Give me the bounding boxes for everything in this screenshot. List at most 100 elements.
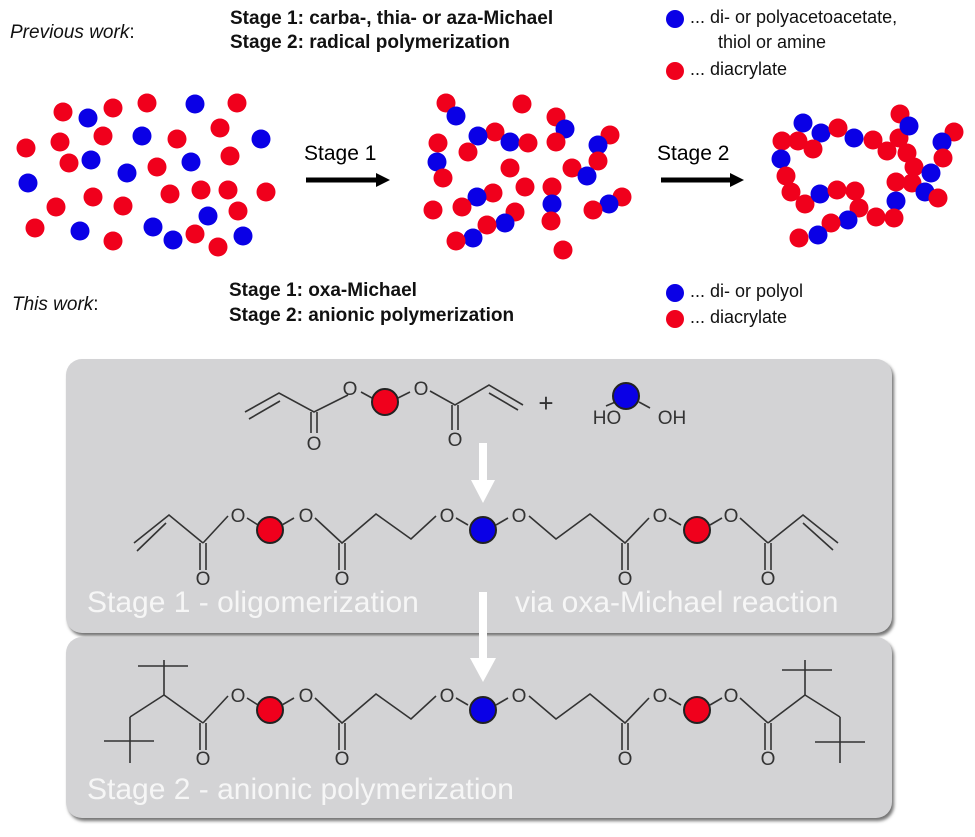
diacrylate-molecule: O O O O [244, 379, 524, 455]
diacrylate-dot [897, 143, 917, 163]
diacrylate-dot [137, 93, 157, 113]
stage1-down-arrow [471, 443, 495, 503]
diacrylate-dot [477, 215, 497, 235]
nucleophile-dot [771, 149, 791, 169]
legend-polyol-dot-icon [666, 284, 684, 302]
stage2-caption: Stage 2 - anionic polymerization [87, 773, 514, 806]
previous-work-label-text: Previous work [10, 22, 130, 43]
diacrylate-dot [877, 141, 897, 161]
plus-sign: + [538, 388, 553, 418]
diacrylate-dot [256, 182, 276, 202]
legend-blue-text-line2: thiol or amine [718, 32, 827, 52]
nucleophile-dot [132, 126, 152, 146]
diacrylate-dot [167, 129, 187, 149]
diacrylate-core-red-circle [683, 516, 711, 544]
nucleophile-dot [599, 194, 619, 214]
stage1-caption-left: Stage 1 - oligomerization [87, 586, 419, 619]
diacrylate-dot [776, 166, 796, 186]
diacrylate-dot [795, 194, 815, 214]
diacrylate-dot [904, 157, 924, 177]
nucleophile-dot [810, 184, 830, 204]
diacrylate-dot [83, 187, 103, 207]
diacrylate-dot [500, 158, 520, 178]
diacrylate-dot [228, 201, 248, 221]
stage1-panel [66, 359, 892, 633]
diol-core-blue-circle [469, 696, 497, 724]
diacrylate-core-red-circle [256, 696, 284, 724]
diacrylate-dot [160, 184, 180, 204]
nucleophile-dot [844, 128, 864, 148]
atom-O: O [335, 569, 350, 590]
atom-O: O [724, 686, 739, 707]
stage1-arrow [306, 173, 390, 187]
diacrylate-core-red-circle [371, 388, 399, 416]
cluster-diagram: Stage 1 Stage 2 [16, 93, 964, 260]
diacrylate-dot [886, 172, 906, 192]
diacrylate-dot [781, 182, 801, 202]
diacrylate-dot [428, 133, 448, 153]
atom-O: O [618, 749, 633, 770]
diacrylate-dot [845, 181, 865, 201]
diacrylate-dot [828, 118, 848, 138]
legend-polyol-text: ... di- or polyol [690, 281, 804, 301]
nucleophile-dot [921, 163, 941, 183]
diacrylate-dot [863, 130, 883, 150]
atom-O: O [618, 569, 633, 590]
nucleophile-dot [251, 129, 271, 149]
atom-O: O [448, 430, 463, 451]
atom-O: O [231, 686, 246, 707]
diacrylate-dot [210, 118, 230, 138]
nucleophile-dot [468, 126, 488, 146]
stage1-arrow-label: Stage 1 [304, 142, 376, 165]
diacrylate-dot [866, 207, 886, 227]
nucleophile-dot [495, 213, 515, 233]
diol-core-blue-circle [469, 516, 497, 544]
nucleophile-dot [467, 187, 487, 207]
diacrylate-dot [59, 153, 79, 173]
diacrylate-dot [218, 180, 238, 200]
diacrylate-dot [446, 231, 466, 251]
stage2-arrow [661, 173, 744, 187]
nucleophile-dot [181, 152, 201, 172]
diacrylate-dot [553, 240, 573, 260]
atom-HO: HO [593, 408, 622, 429]
legend-red-text: ... diacrylate [690, 59, 788, 79]
atom-O: O [196, 749, 211, 770]
diacrylate-dot [46, 197, 66, 217]
atom-O: O [724, 506, 739, 527]
diacrylate-dot [185, 224, 205, 244]
diacrylate-dot [50, 132, 70, 152]
nucleophile-dot [143, 217, 163, 237]
this-work-colon: : [93, 294, 99, 315]
nucleophile-dot [808, 225, 828, 245]
diacrylate-dot [103, 98, 123, 118]
nucleophile-dot [70, 221, 90, 241]
nucleophile-dot [588, 135, 608, 155]
diacrylate-dot [485, 122, 505, 142]
atom-O: O [231, 506, 246, 527]
nucleophile-dot [117, 163, 137, 183]
nucleophile-dot [18, 173, 38, 193]
atom-O: O [653, 686, 668, 707]
legend-blue-text: ... di- or polyacetoacetate, [690, 7, 898, 27]
diacrylate-dot [884, 208, 904, 228]
diacrylate-dot [803, 139, 823, 159]
nucleophile-dot [500, 132, 520, 152]
diacrylate-dot [483, 183, 503, 203]
diacrylate-dot [93, 126, 113, 146]
nucleophile-dot [233, 226, 253, 246]
stage2-down-arrow [470, 592, 496, 682]
atom-O: O [299, 686, 314, 707]
nucleophile-dot [198, 206, 218, 226]
nucleophile-dot [899, 116, 919, 136]
nucleophile-dot [78, 108, 98, 128]
previous-stage1-text: Stage 1: carba-, thia- or aza-Michael [230, 8, 554, 29]
diacrylate-dot [113, 196, 133, 216]
diacrylate-dot [452, 197, 472, 217]
diacrylate-dot [546, 132, 566, 152]
nucleophile-dot [811, 123, 831, 143]
nucleophile-dot [427, 152, 447, 172]
atom-O: O [512, 506, 527, 527]
